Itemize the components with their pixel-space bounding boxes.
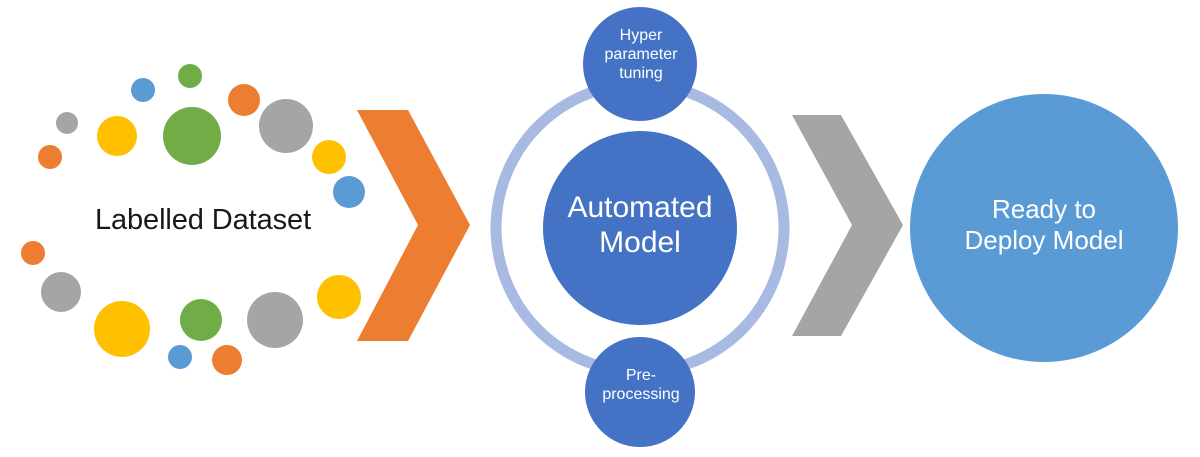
dataset-dot xyxy=(317,275,361,319)
chevron-input-to-process-icon xyxy=(357,110,470,341)
dataset-dot xyxy=(56,112,78,134)
dataset-dot xyxy=(178,64,202,88)
pre-processing-node[interactable] xyxy=(585,337,695,447)
dataset-dot xyxy=(97,116,137,156)
hyperparameter-tuning-node[interactable] xyxy=(583,7,697,121)
dataset-dot xyxy=(228,84,260,116)
dataset-dot xyxy=(131,78,155,102)
dataset-dot xyxy=(94,301,150,357)
automated-model-node[interactable] xyxy=(543,131,737,325)
dataset-dot-cluster xyxy=(21,64,365,375)
dataset-dot xyxy=(163,107,221,165)
dataset-dot xyxy=(312,140,346,174)
dataset-dot xyxy=(41,272,81,312)
dataset-dot xyxy=(333,176,365,208)
dataset-dot xyxy=(21,241,45,265)
dataset-dot xyxy=(259,99,313,153)
dataset-dot xyxy=(38,145,62,169)
dataset-dot xyxy=(247,292,303,348)
dataset-dot xyxy=(180,299,222,341)
chevron-process-to-output-icon xyxy=(792,115,903,336)
dataset-dot xyxy=(212,345,242,375)
dataset-dot xyxy=(168,345,192,369)
ready-to-deploy-node[interactable] xyxy=(910,94,1178,362)
